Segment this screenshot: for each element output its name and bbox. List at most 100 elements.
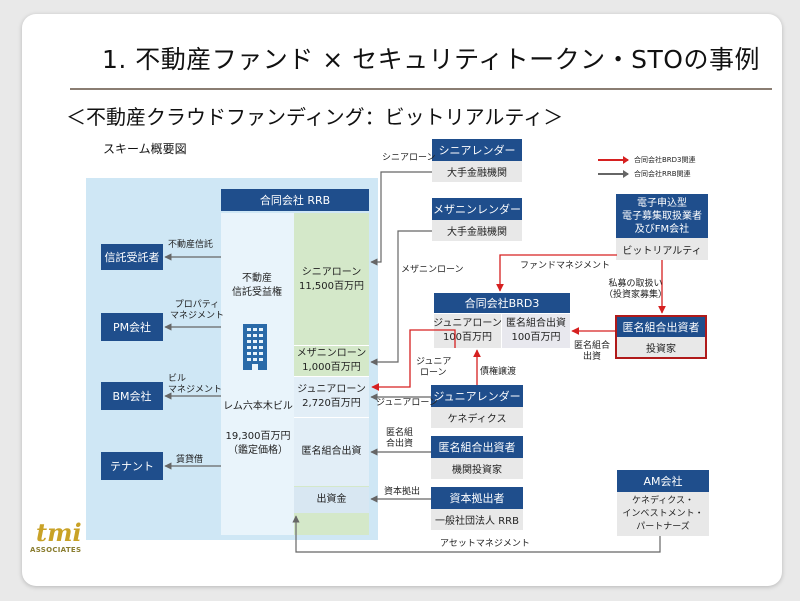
- junior-to-rrb-label: ジュニアローン: [376, 398, 438, 408]
- bm-flow-label-line1: ビル: [168, 374, 187, 384]
- pm-flow-label-line2: マネジメント: [170, 311, 225, 321]
- senior-flow-label: シニアローン: [382, 153, 436, 163]
- mezz-lender-sub: 大手金融機関: [432, 220, 522, 241]
- equity-provider-sub: 一般社団法人 RRB: [431, 509, 523, 530]
- bm-flow-label-line2: マネジメント: [168, 385, 223, 395]
- title-divider: [70, 88, 772, 90]
- junior-flow-label: ジュニア ローン: [416, 357, 451, 379]
- logo-text: ASSOCIATES: [30, 546, 82, 554]
- rrb-junior-amount: 2,720百万円: [302, 398, 361, 409]
- rrb-equity: 出資金: [294, 487, 369, 513]
- private-line2: （投資家募集）: [604, 290, 668, 300]
- brd3-tk-equity: 匿名組合出資 100百万円: [502, 314, 570, 348]
- tk-to-rrb-label: 匿名組 合出資: [386, 428, 413, 450]
- rrb-divider-3: [294, 417, 369, 418]
- brd3-junior-amount: 100百万円: [442, 332, 493, 343]
- brd3-header: 合同会社BRD3: [434, 293, 570, 313]
- tenant-box: テナント: [101, 452, 163, 480]
- legend-rrb-arrow: [598, 170, 629, 178]
- brd3-tk-label: 匿名組合出資: [506, 318, 566, 329]
- legend-rrb: 合同会社RRB関連: [598, 168, 718, 180]
- rrb-junior-label: ジュニアローン: [297, 384, 366, 395]
- rrb-mezz-amount: 1,000百万円: [302, 362, 361, 373]
- bm-flow-label: ビル マネジメント: [168, 374, 222, 396]
- fund-mgmt-arrow: [496, 254, 617, 292]
- legend-brd3-arrow: [598, 156, 629, 164]
- junior-flow-line2: ローン: [420, 368, 447, 378]
- senior-arrow: [370, 171, 432, 266]
- slide-title: 1. 不動産ファンド × セキュリティトークン・STOの事例: [102, 45, 760, 74]
- tk-investor-rrb-header: 匿名組合出資者: [431, 436, 523, 458]
- brd3-tk-amount: 100百万円: [511, 332, 561, 343]
- rrb-tk-equity: 匿名組合出資: [294, 418, 369, 486]
- capital-label: 資本拠出: [384, 487, 421, 497]
- platform-header: 電子申込型 電子募集取扱業者 及びFM会社: [616, 194, 708, 238]
- rrb-equity-label: 出資金: [316, 494, 347, 505]
- junior-lender-sub: ケネディクス: [431, 407, 523, 428]
- mezz-arrow: [370, 230, 432, 366]
- rrb-asset-line1: 不動産: [242, 273, 272, 284]
- mezz-lender-header: メザニンレンダー: [432, 198, 522, 220]
- senior-lender-sub: 大手金融機関: [432, 161, 522, 182]
- rrb-junior-loan: ジュニアローン 2,720百万円: [294, 377, 369, 417]
- appraisal-amount: 19,300百万円: [225, 431, 291, 442]
- legend-rrb-label: 合同会社RRB関連: [634, 169, 691, 178]
- junior-lender-header: ジュニアレンダー: [431, 385, 523, 407]
- appraisal-value: 19,300百万円 （鑑定価格）: [222, 430, 294, 458]
- rent-label: 賃貸借: [176, 455, 204, 465]
- junior-flow-line1: ジュニア: [416, 357, 452, 367]
- am-company-header: AM会社: [617, 470, 709, 492]
- mezz-flow-label: メザニンローン: [401, 265, 464, 275]
- asset-mgmt-label: アセットマネジメント: [440, 539, 530, 549]
- tk-to-rrb-line1: 匿名組: [386, 428, 414, 438]
- private-line1: 私募の取扱い: [608, 279, 663, 289]
- debt-transfer-label: 債権譲渡: [480, 367, 517, 377]
- rrb-asset-label: 不動産 信託受益権: [222, 272, 292, 300]
- bm-company-box: BM会社: [101, 382, 163, 410]
- rrb-divider-2: [294, 376, 369, 377]
- rrb-divider-1: [294, 345, 369, 346]
- tk-to-brd3-line2: 出資: [583, 352, 602, 362]
- pm-company-box: PM会社: [101, 313, 163, 341]
- tk-to-brd3-line1: 匿名組合: [574, 341, 611, 351]
- pm-flow-label-line1: プロパティ: [174, 300, 220, 310]
- rrb-senior-loan: シニアローン 11,500百万円: [294, 214, 369, 345]
- scheme-label: スキーム概要図: [103, 142, 187, 156]
- legend-brd3-label: 合同会社BRD3関連: [634, 155, 696, 164]
- rrb-mezz-loan: メザニンローン 1,000百万円: [294, 346, 369, 376]
- tk-investor-brd3-sub: 投資家: [617, 337, 705, 357]
- asset-mgmt-arrow: [292, 515, 661, 553]
- platform-sub: ビットリアルティ: [616, 238, 708, 260]
- legend: 合同会社BRD3関連 合同会社RRB関連: [598, 154, 718, 180]
- senior-lender-header: シニアレンダー: [432, 139, 522, 161]
- tk-investor-brd3-header: 匿名組合出資者: [617, 317, 705, 337]
- building-name: レム六本木ビル: [223, 401, 293, 412]
- building-icon: [240, 322, 270, 372]
- platform-line1: 電子申込型: [637, 197, 687, 209]
- rrb-mezz-label: メザニンローン: [296, 348, 367, 359]
- am-line3: パートナーズ: [636, 521, 690, 532]
- trust-label: 不動産信託: [168, 240, 214, 250]
- platform-line3: 及びFM会社: [634, 223, 690, 235]
- brd3-junior-arrow: [371, 329, 456, 391]
- legend-brd3: 合同会社BRD3関連: [598, 154, 718, 166]
- equity-provider-header: 資本拠出者: [431, 487, 523, 509]
- logo-mark: tmi: [36, 518, 82, 547]
- am-line1: ケネディクス・: [631, 495, 695, 506]
- rrb-senior-label: シニアローン: [301, 266, 362, 278]
- appraisal-note: （鑑定価格）: [228, 445, 288, 456]
- rrb-senior-amount: 11,500百万円: [299, 280, 364, 292]
- pm-flow-label: プロパティ マネジメント: [170, 300, 224, 322]
- trustee-box: 信託受託者: [101, 244, 163, 270]
- tk-to-rrb-line2: 合出資: [386, 439, 414, 449]
- fund-mgmt-label: ファンドマネジメント: [520, 261, 611, 271]
- brd3-junior-loan: ジュニアローン 100百万円: [433, 314, 502, 348]
- tmi-logo: tmi ASSOCIATES: [30, 520, 90, 562]
- private-placement-label: 私募の取扱い （投資家募集）: [604, 279, 667, 301]
- tk-to-brd3-label: 匿名組合 出資: [574, 341, 610, 363]
- rrb-asset-line2: 信託受益権: [232, 287, 282, 298]
- platform-line2: 電子募集取扱業者: [622, 210, 702, 222]
- am-line2: インベストメント・: [622, 508, 704, 519]
- slide-subtitle: ＜不動産クラウドファンディング：ビットリアルティ＞: [66, 105, 564, 129]
